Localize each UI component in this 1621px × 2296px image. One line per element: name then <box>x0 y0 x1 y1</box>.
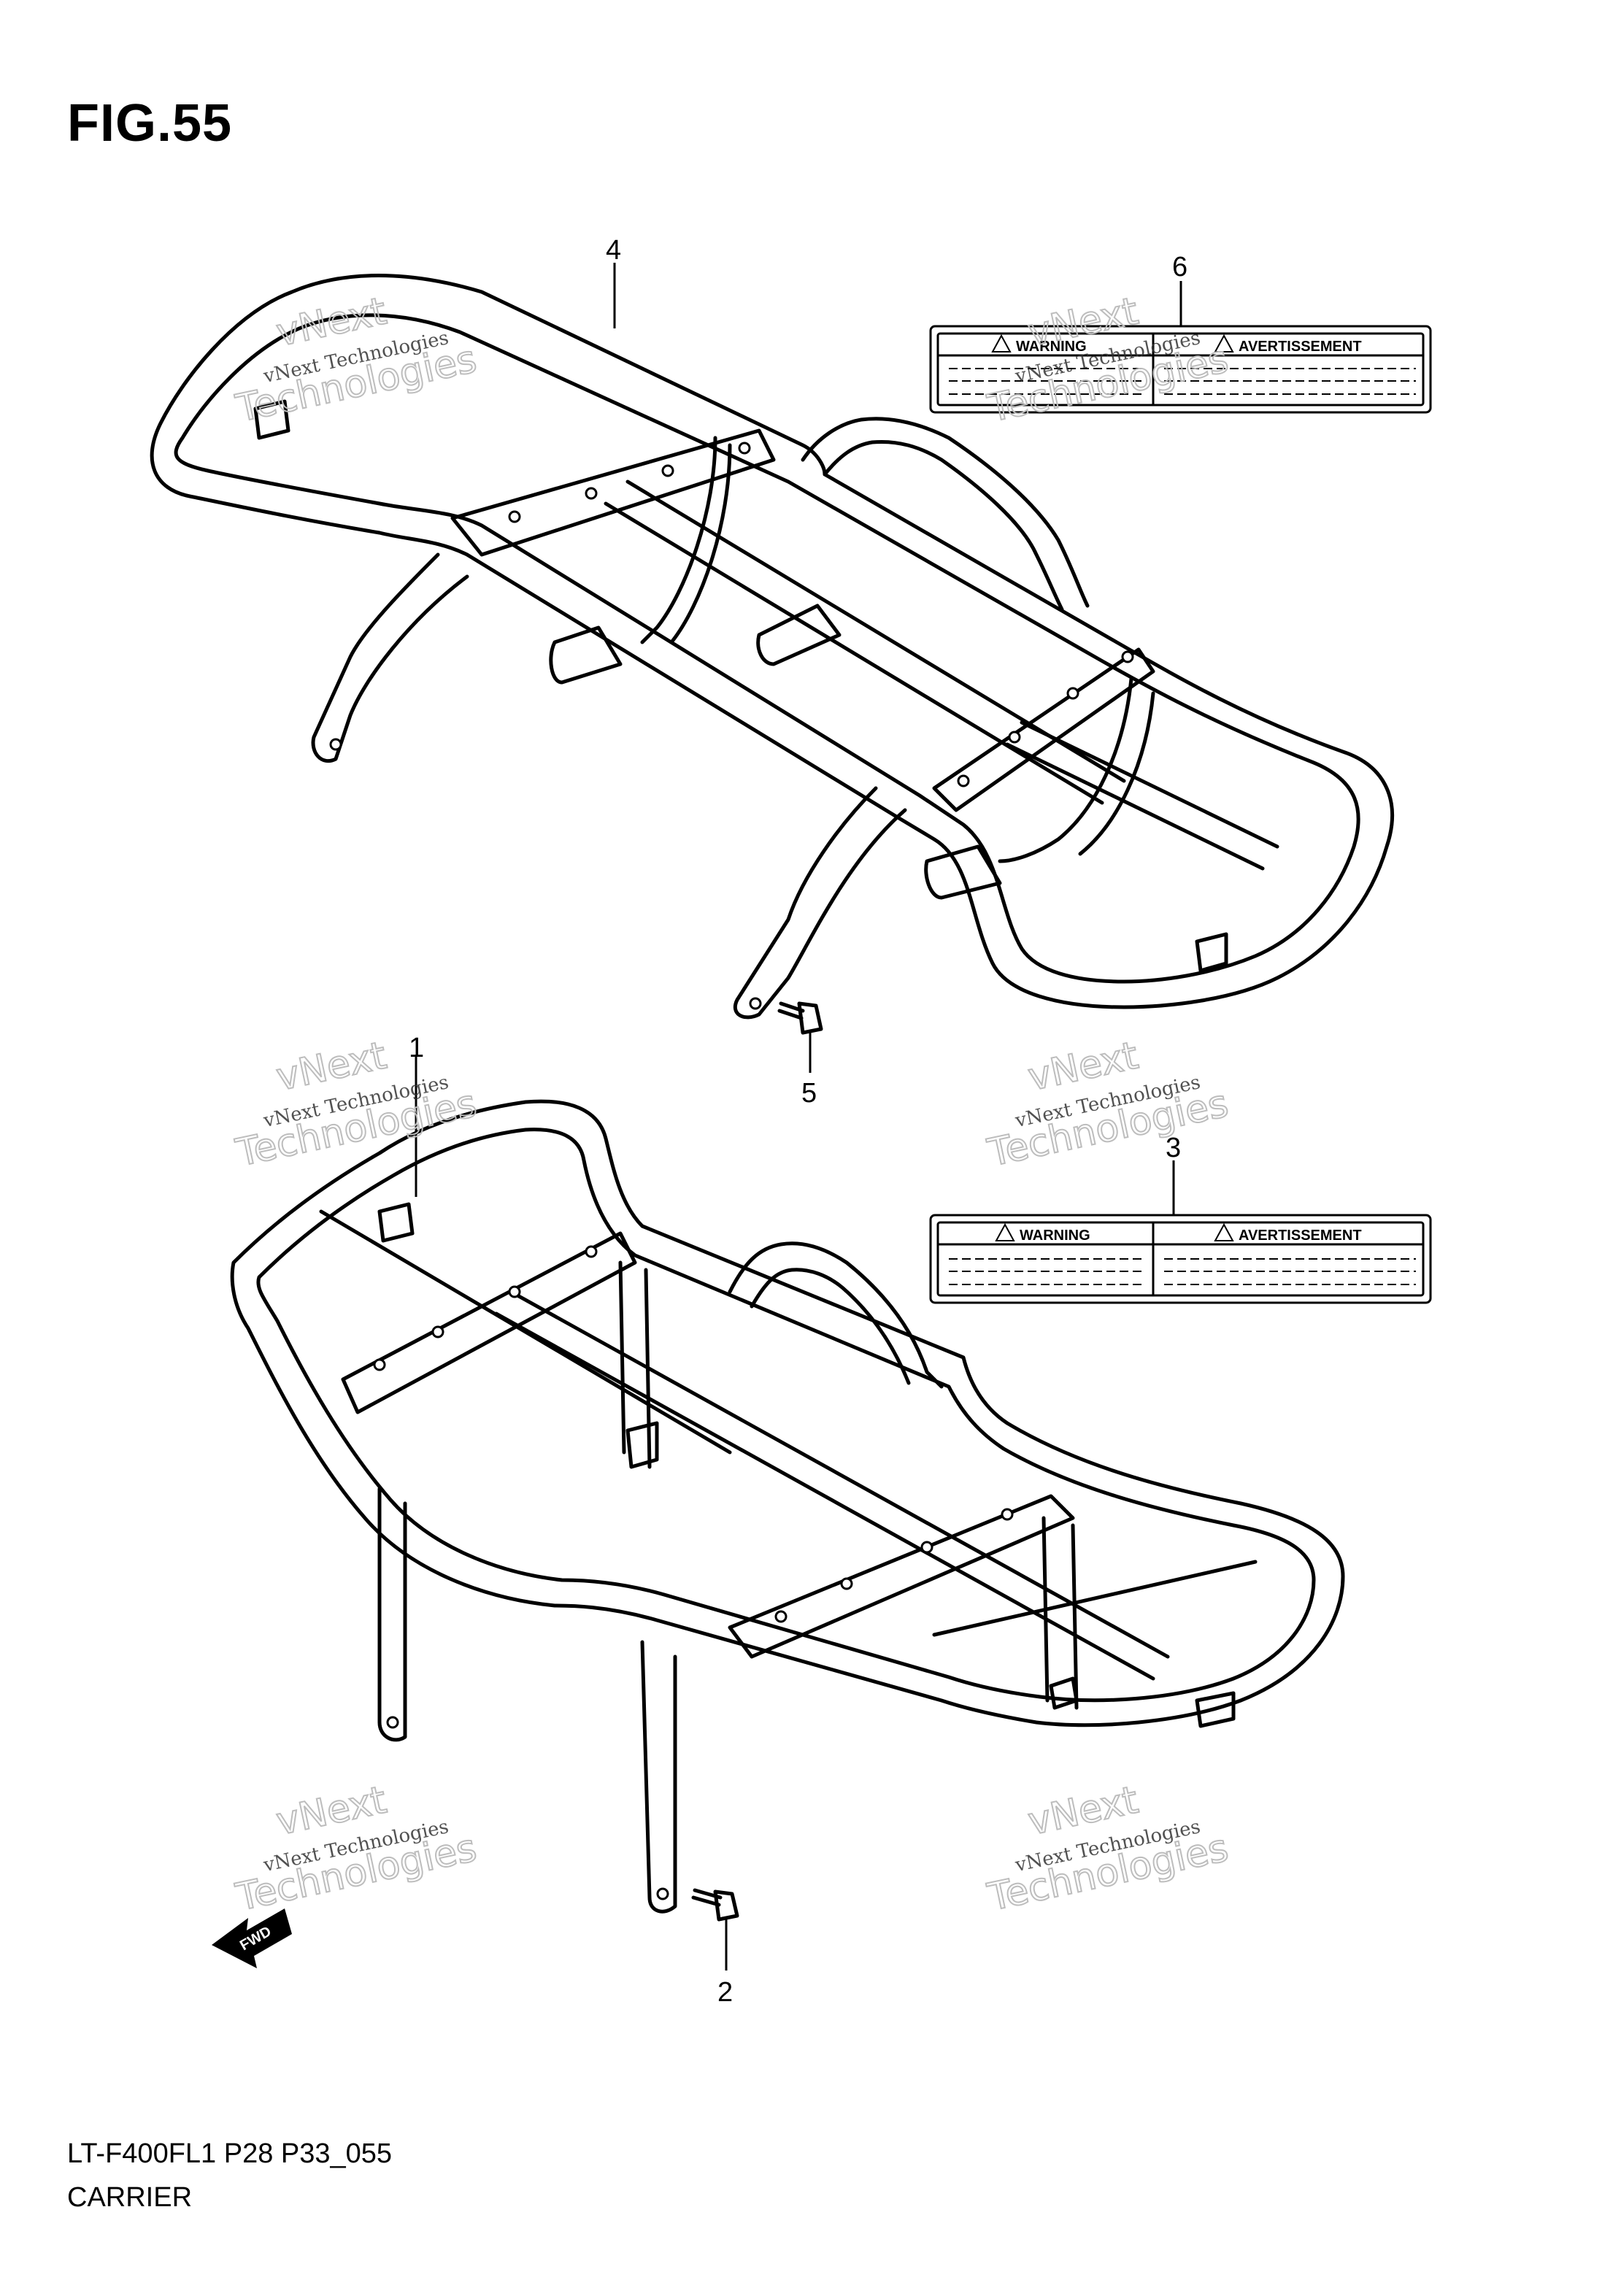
callout-4: 4 <box>606 235 621 266</box>
callout-5: 5 <box>801 1078 817 1109</box>
carrier-upper[interactable] <box>150 274 1394 1020</box>
bolt-part-5[interactable] <box>777 1001 823 1035</box>
bolt-part-2[interactable] <box>691 1888 739 1922</box>
footer-section-name: CARRIER <box>67 2182 193 2213</box>
watermark-bottom-right: vNext Technologies vNext Technologies <box>983 1778 1233 1921</box>
label-3-avertissement-text: AVERTISSEMENT <box>1239 1228 1362 1244</box>
figure-title: FIG.55 <box>67 94 233 153</box>
callout-3: 3 <box>1166 1133 1181 1163</box>
callout-2: 2 <box>717 1977 733 2008</box>
callout-6: 6 <box>1172 252 1187 282</box>
warning-label-part-3[interactable]: WARNING AVERTISSEMENT <box>929 1214 1432 1304</box>
footer-figure-code: LT-F400FL1 P28 P33_055 <box>67 2138 393 2169</box>
label-6-avertissement-text: AVERTISSEMENT <box>1239 339 1362 355</box>
warning-label-part-6[interactable]: WARNING AVERTISSEMENT <box>929 325 1432 414</box>
carrier-lower[interactable] <box>230 1099 1345 1914</box>
label-3-warning-text: WARNING <box>1020 1228 1090 1244</box>
watermark-mid-right: vNext Technologies vNext Technologies <box>983 1033 1233 1176</box>
label-6-warning-text: WARNING <box>1016 339 1087 355</box>
watermark-bottom-left: vNext Technologies vNext Technologies <box>231 1778 481 1921</box>
callout-1: 1 <box>409 1033 424 1063</box>
callout-leaders <box>415 263 1182 1971</box>
